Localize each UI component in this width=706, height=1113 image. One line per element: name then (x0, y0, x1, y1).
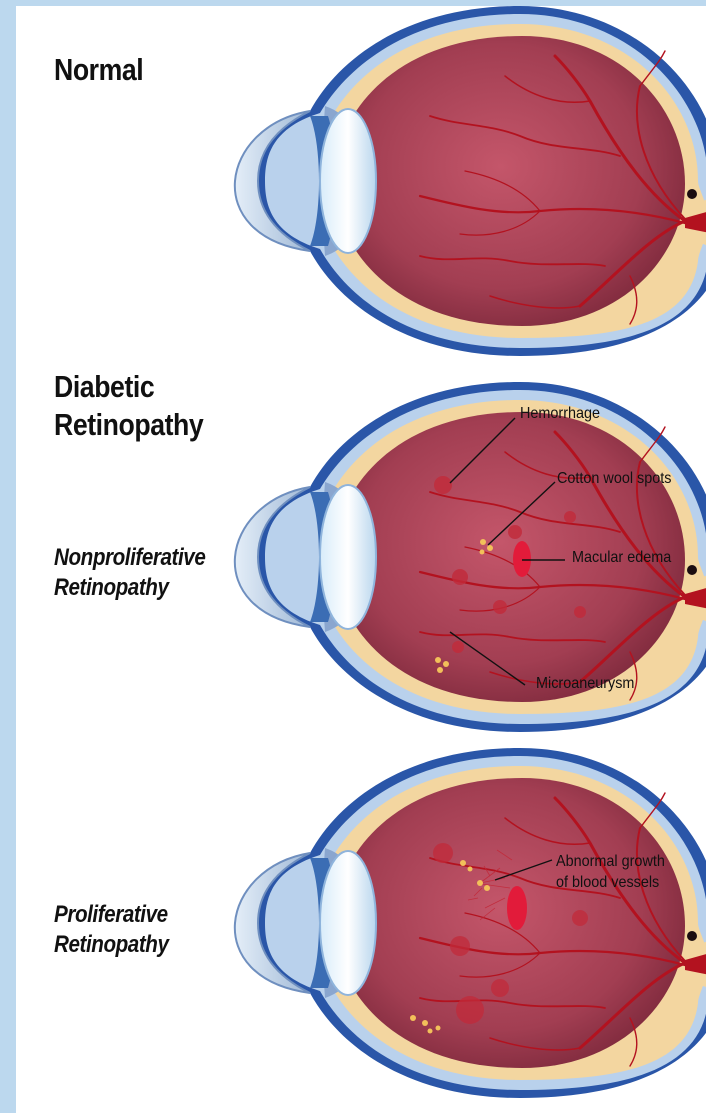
label-proliferative: Proliferative Retinopathy (54, 900, 169, 960)
label-diabetic-line2: Retinopathy (54, 406, 203, 444)
label-proliferative-line1: Proliferative (54, 900, 169, 930)
label-proliferative-line2: Retinopathy (54, 930, 169, 960)
callout-macular-edema: Macular edema (572, 549, 671, 567)
callout-abnormal-growth: Abnormal growth of blood vessels (556, 851, 665, 893)
label-nonproliferative-line2: Retinopathy (54, 573, 205, 603)
callout-microaneurysm: Microaneurysm (536, 675, 634, 693)
label-diabetic-line1: Diabetic (54, 368, 203, 406)
label-diabetic-retinopathy: Diabetic Retinopathy (54, 368, 203, 444)
label-normal: Normal (54, 52, 143, 88)
callout-cotton-wool-spots: Cotton wool spots (557, 470, 671, 488)
callout-abnormal-line1: Abnormal growth (556, 851, 665, 872)
label-nonproliferative-line1: Nonproliferative (54, 543, 205, 573)
callout-hemorrhage: Hemorrhage (520, 405, 600, 423)
callout-abnormal-line2: of blood vessels (556, 872, 665, 893)
label-nonproliferative: Nonproliferative Retinopathy (54, 543, 205, 603)
